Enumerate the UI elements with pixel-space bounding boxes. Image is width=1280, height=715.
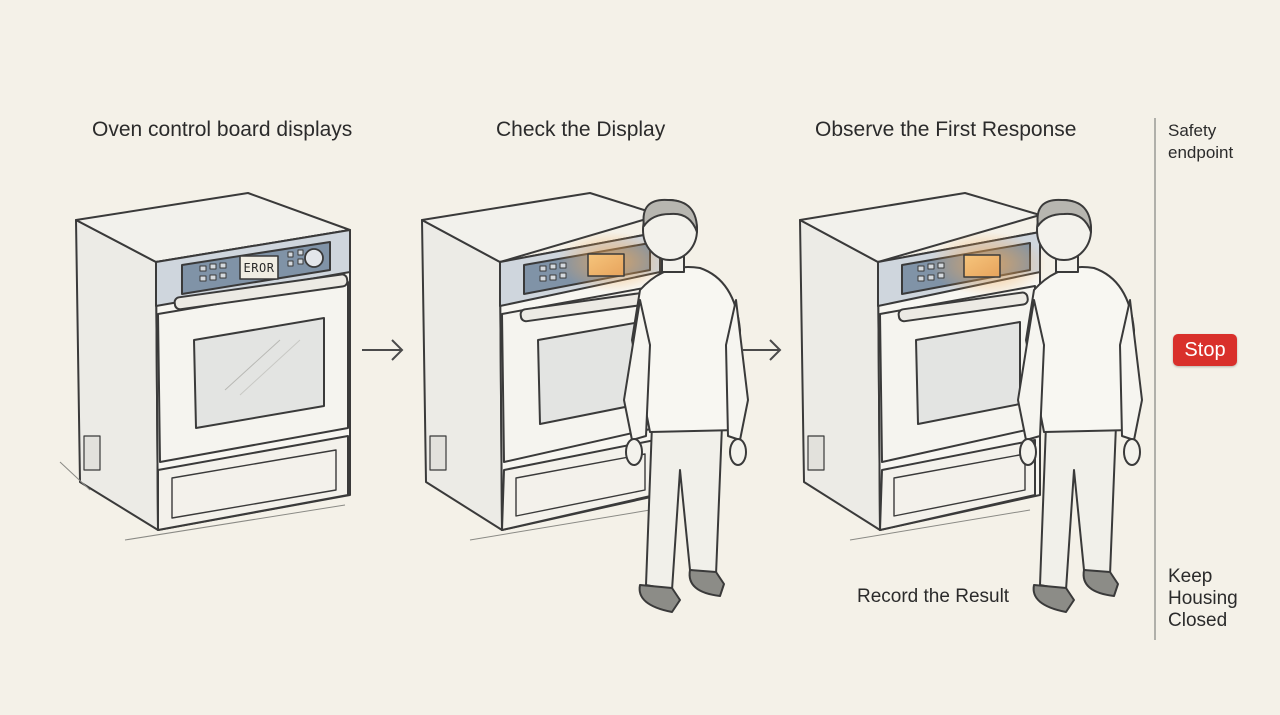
step-1-title: Oven control board displays: [92, 118, 353, 141]
vent-icon: [429, 435, 447, 471]
stop-badge: Stop: [1173, 334, 1237, 366]
person-3: [1017, 198, 1143, 613]
record-label: Record the Result: [857, 586, 1010, 607]
oven-display-text: EROR: [243, 261, 275, 275]
vent-icon: [83, 435, 101, 471]
vent-icon: [807, 435, 825, 471]
arrow-right-icon: [362, 339, 404, 361]
oven-1: [59, 192, 351, 541]
step-2-title: Check the Display: [496, 118, 666, 141]
knob-icon: [304, 248, 324, 268]
oven-2: [421, 192, 667, 541]
step-3-title: Observe the First Response: [815, 118, 1077, 141]
arrow-right-icon: [742, 339, 782, 361]
person-2: [623, 198, 749, 613]
oven-3: [799, 192, 1046, 541]
keep-housing-closed-label: Keep Housing Closed: [1168, 566, 1238, 631]
safety-endpoint-label: Safety endpoint: [1168, 121, 1234, 162]
